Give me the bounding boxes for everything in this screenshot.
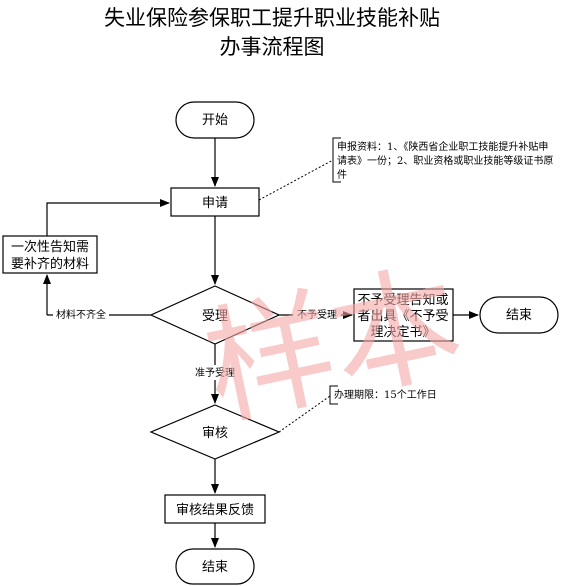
end-reject-node (479, 296, 559, 334)
apply-node-label: 申请 (202, 196, 228, 211)
materials-note-connector (258, 159, 334, 201)
apply-node (170, 187, 260, 217)
reject-notice-line3: 理决定书》 (370, 325, 435, 340)
edge-accepted-label-bg (192, 365, 238, 380)
feedback-node (164, 494, 266, 524)
accept-decision-label: 受理 (202, 309, 228, 324)
materials-note-line3: 件 (337, 169, 347, 181)
deadline-note: 办理期限：15个工作日 (334, 388, 437, 401)
end-reject-node-label: 结束 (506, 308, 532, 323)
end-main-node (175, 548, 255, 585)
watermark-text: 样本 (193, 247, 474, 446)
supplement-node (2, 235, 98, 274)
edge-not-accepted-label: 不予受理 (297, 309, 337, 321)
supplement-node-line2: 要补齐的材料 (11, 256, 89, 272)
reject-notice-line2: 者出具《不予受 (357, 309, 448, 324)
edge-not-accepted-label-bg (293, 307, 341, 322)
supplement-node-line1: 一次性告知需 (11, 239, 89, 255)
review-decision-label: 审核 (202, 426, 228, 441)
edge-incomplete-label-bg (53, 307, 109, 322)
edge-accepted-label: 准予受理 (195, 367, 235, 379)
start-node-label: 开始 (202, 113, 228, 128)
deadline-note-bracket (329, 385, 338, 405)
watermark: 样本 (193, 247, 474, 446)
deadline-note-connector (278, 395, 331, 433)
end-main-node-label: 结束 (202, 560, 228, 575)
page-subtitle: 办事流程图 (220, 35, 325, 59)
edge-supplement-apply (46, 199, 170, 236)
materials-note-line2: 请表》一份；2、职业资格或职业技能等级证书原 (337, 154, 553, 167)
reject-notice-line1: 不予受理告知或 (357, 292, 448, 308)
materials-note-line1: 申报资料：1、《陕西省企业职工技能提升补贴申 (337, 140, 548, 153)
page-title: 失业保险参保职工提升职业技能补贴 (104, 6, 440, 30)
edge-incomplete-label: 材料不齐全 (56, 308, 106, 321)
feedback-node-label: 审核结果反馈 (176, 503, 254, 518)
